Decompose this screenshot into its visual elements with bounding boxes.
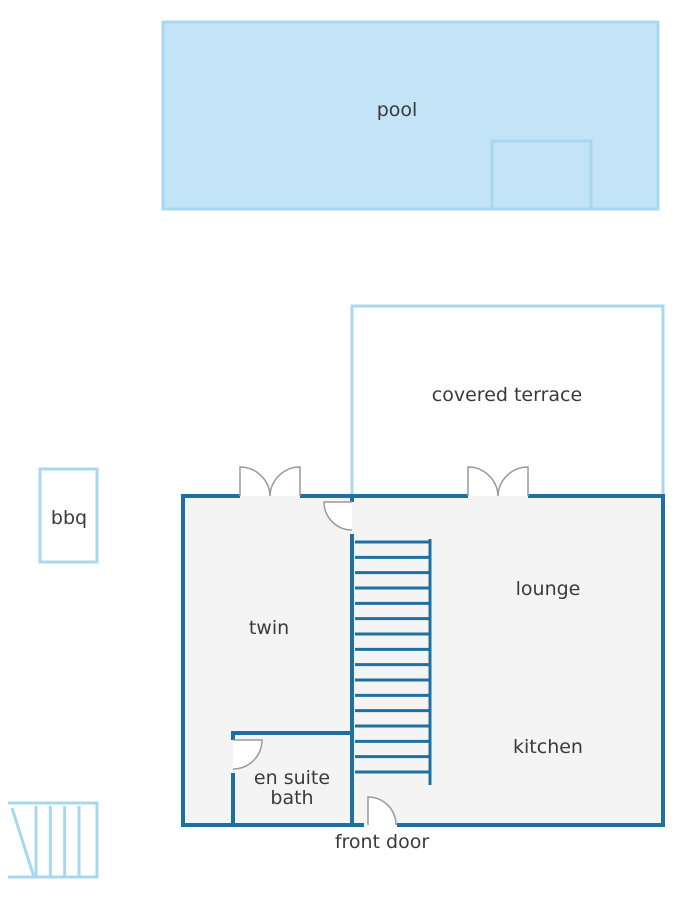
outdoor-steps — [8, 801, 99, 879]
outer-wall-top-left — [181, 494, 364, 827]
twin-label: twin — [249, 617, 289, 639]
covered-terrace-area: covered terrace — [350, 304, 665, 495]
bbq — [38, 467, 99, 564]
covered-terrace-label: covered terrace — [432, 384, 582, 406]
pool-label: pool — [377, 99, 418, 121]
bbq-area: bbq — [38, 467, 99, 564]
pool-step — [490, 139, 593, 211]
lounge-label: lounge — [516, 578, 581, 600]
bbq-label: bbq — [51, 507, 87, 529]
ensuite-label-line2: bath — [270, 787, 313, 809]
ensuite-label-line1: en suite — [254, 767, 330, 789]
staircase — [355, 539, 432, 785]
front-door[interactable] — [367, 796, 397, 826]
pool — [161, 20, 660, 211]
outer-wall-right — [397, 494, 665, 827]
ensuite-door[interactable] — [232, 739, 263, 770]
kitchen-label: kitchen — [513, 736, 583, 758]
twin-inner-door[interactable] — [323, 501, 353, 531]
pool-area: pool — [161, 20, 660, 211]
covered-terrace — [350, 304, 665, 495]
front-door-label: front door — [335, 831, 430, 853]
outdoor-step-diagonal — [10, 807, 36, 878]
ensuite-wall — [231, 731, 352, 740]
house-floor — [183, 496, 663, 825]
twin-french-doors[interactable] — [239, 466, 301, 497]
lounge-french-doors[interactable] — [467, 466, 529, 497]
